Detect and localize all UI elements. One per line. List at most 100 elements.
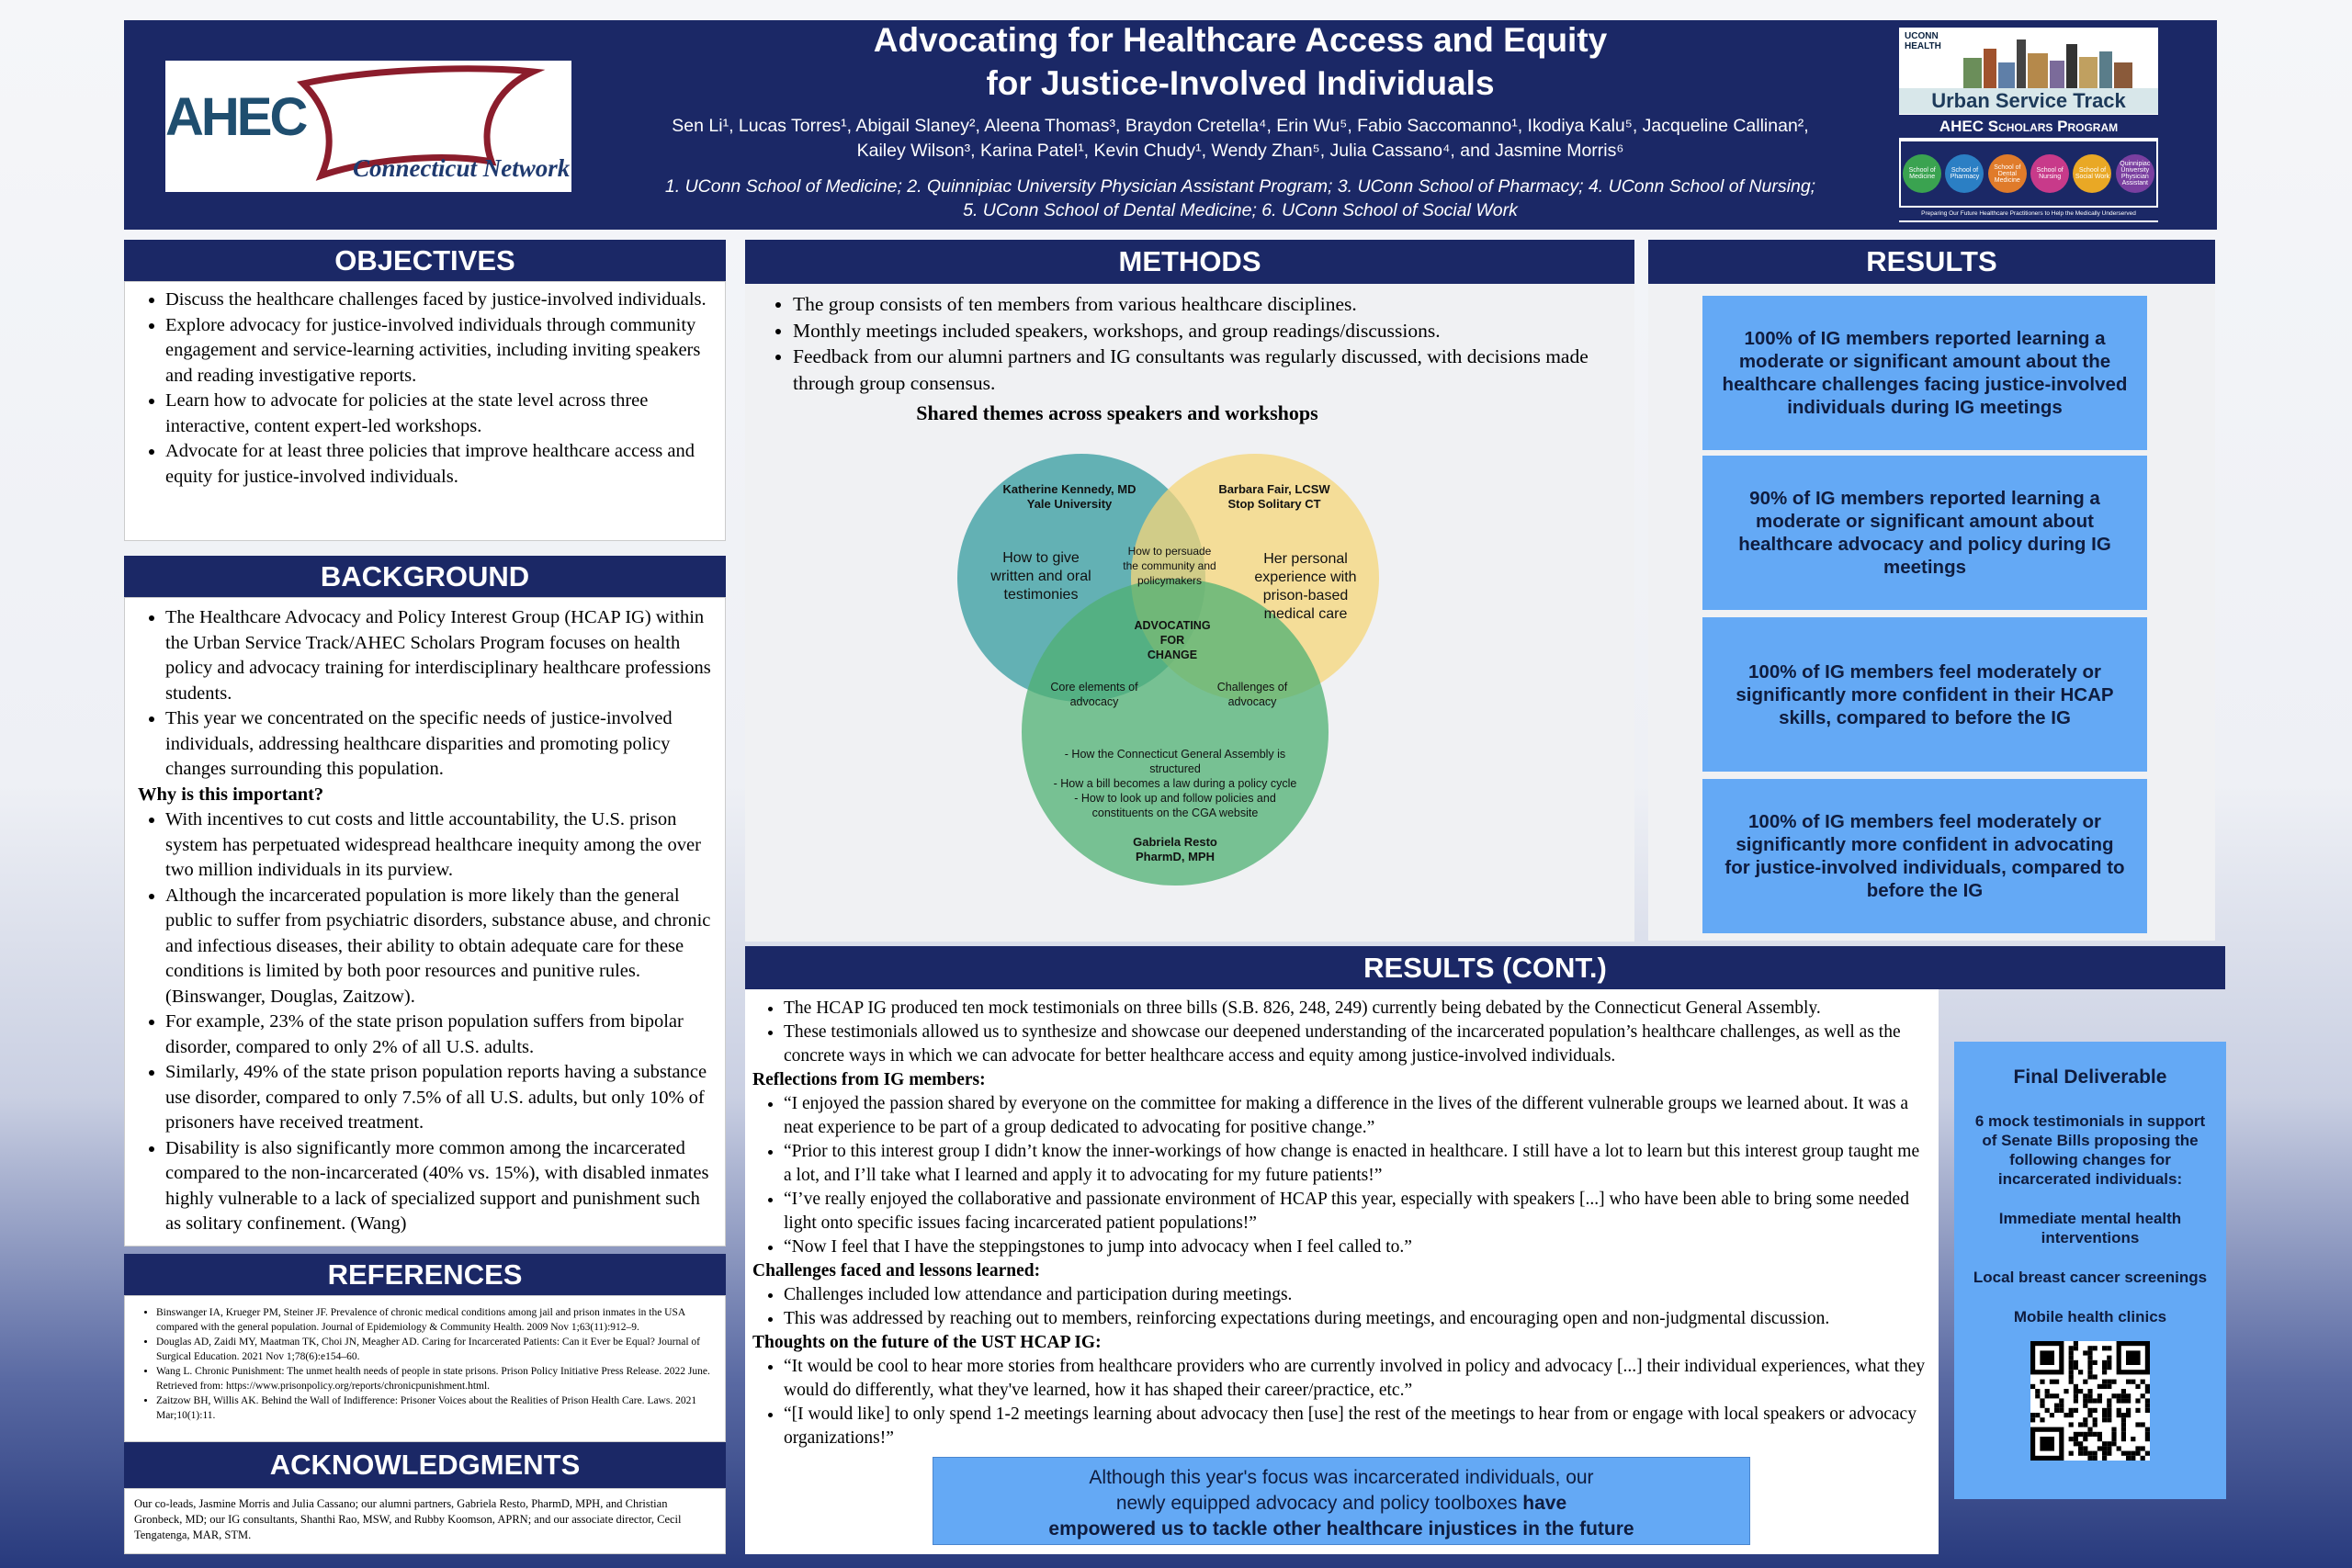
final-deliverable-intro: 6 mock testimonials in support of Senate… [1974, 1112, 2206, 1188]
venn-bottom-text-3: - How a bill becomes a law during a poli… [1054, 777, 1297, 790]
background-list: The Healthcare Advocacy and Policy Inter… [129, 605, 716, 783]
objective-item: Learn how to advocate for policies at th… [165, 389, 716, 439]
objective-item: Advocate for at least three policies tha… [165, 439, 716, 490]
challenge-item: This was addressed by reaching out to me… [784, 1307, 1928, 1331]
challenges-list: Challenges included low attendance and p… [752, 1283, 1928, 1331]
callout-line3: empowered us to tackle other healthcare … [1048, 1518, 1634, 1540]
venn-top-overlap-1: How to persuade [1128, 545, 1212, 558]
background-why-list: With incentives to cut costs and little … [129, 807, 716, 1237]
venn-top-overlap-2: the community and [1123, 559, 1216, 572]
result-box-1: 100% of IG members reported learning a m… [1702, 296, 2147, 450]
callout-line2: newly equipped advocacy and policy toolb… [933, 1491, 1749, 1517]
reference-item: Douglas AD, Zaidi MY, Maatman TK, Choi J… [156, 1335, 718, 1364]
reference-item: Wang L. Chronic Punishment: The unmet he… [156, 1364, 718, 1393]
future-list: “It would be cool to hear more stories f… [752, 1355, 1928, 1450]
venn-center-2: FOR [1160, 634, 1184, 647]
venn-left-org: Yale University [1027, 497, 1113, 511]
venn-bottom-text-2: structured [1149, 762, 1201, 775]
final-deliverable-item-3: Mobile health clinics [2013, 1308, 2167, 1325]
ahec-logo-text: AHEC [165, 87, 308, 147]
reflections-heading: Reflections from IG members: [752, 1070, 986, 1089]
reference-item: Binswanger IA, Krueger PM, Steiner JF. P… [156, 1305, 718, 1335]
reference-item: Zaitzow BH, Willis AK. Behind the Wall o… [156, 1393, 718, 1423]
venn-bottom-text-5: constituents on the CGA website [1092, 807, 1259, 819]
reflection-item: “I enjoyed the passion shared by everyon… [784, 1092, 1928, 1140]
venn-center-1: ADVOCATING [1134, 619, 1210, 632]
background-title: BACKGROUND [124, 556, 726, 597]
methods-list: The group consists of ten members from v… [756, 291, 1625, 396]
venn-right-bottom-overlap-2: advocacy [1228, 695, 1278, 708]
ust-program-label: AHEC Scholars Program [1899, 115, 2158, 138]
school-circle-nursing: School of Nursing [2030, 154, 2070, 193]
results-cont-item: These testimonials allowed us to synthes… [784, 1021, 1928, 1068]
objective-item: Explore advocacy for justice-involved in… [165, 313, 716, 389]
result-box-3: 100% of IG members feel moderately or si… [1702, 617, 2147, 772]
result-box-4: 100% of IG members feel moderately or si… [1702, 779, 2147, 933]
venn-right-bottom-overlap-1: Challenges of [1217, 681, 1288, 694]
background-item: The Healthcare Advocacy and Policy Inter… [165, 605, 716, 706]
callout-line2b: have [1522, 1493, 1567, 1514]
methods-title: METHODS [745, 240, 1634, 284]
poster-title-line2: for Justice-Involved Individuals [986, 64, 1495, 102]
venn-right-name: Barbara Fair, LCSW [1218, 482, 1330, 496]
venn-left-bottom-overlap-2: advocacy [1070, 695, 1120, 708]
venn-title: Shared themes across speakers and worksh… [916, 401, 1318, 424]
final-deliverable-item-1: Immediate mental health interventions [1998, 1210, 2182, 1247]
future-item: “It would be cool to hear more stories f… [784, 1355, 1928, 1403]
venn-right-org: Stop Solitary CT [1227, 497, 1320, 511]
venn-top-overlap-3: policymakers [1137, 574, 1202, 587]
venn-circle-bottom [1022, 579, 1329, 886]
school-circle-social-work: School of Social Work [2073, 154, 2112, 193]
acknowledgments-panel: Our co-leads, Jasmine Morris and Julia C… [124, 1488, 726, 1554]
callout-line2a: newly equipped advocacy and policy toolb… [1115, 1493, 1523, 1514]
qr-code-icon[interactable] [2030, 1341, 2150, 1461]
authors-line1: Sen Li¹, Lucas Torres¹, Abigail Slaney²,… [672, 116, 1809, 136]
ust-tagline: Preparing Our Future Healthcare Practiti… [1899, 208, 2158, 220]
ahec-logo-subtext: Connecticut Network [353, 154, 571, 182]
venn-bottom-org: PharmD, MPH [1136, 850, 1215, 863]
ahec-logo: AHEC Connecticut Network [165, 61, 571, 192]
result-box-4-text: 100% of IG members feel moderately or si… [1724, 811, 2125, 901]
school-circle-dental: School of Dental Medicine [1987, 154, 2027, 193]
acknowledgments-title: ACKNOWLEDGMENTS [124, 1442, 726, 1488]
challenge-item: Challenges included low attendance and p… [784, 1283, 1928, 1307]
background-why-item: Disability is also significantly more co… [165, 1136, 716, 1237]
venn-left-text-2: written and oral [989, 569, 1091, 584]
affiliations: 1. UConn School of Medicine; 2. Quinnipi… [588, 175, 1893, 222]
why-important-heading: Why is this important? [138, 784, 324, 805]
objectives-title: OBJECTIVES [124, 240, 726, 281]
objectives-list: Discuss the healthcare challenges faced … [129, 288, 716, 490]
methods-panel: The group consists of ten members from v… [745, 284, 1634, 942]
poster-title-line1: Advocating for Healthcare Access and Equ… [873, 21, 1608, 59]
results-cont-list: The HCAP IG produced ten mock testimonia… [752, 997, 1928, 1068]
venn-right-text-2: experience with [1254, 570, 1356, 585]
final-deliverable-item-2: Local breast cancer screenings [1973, 1269, 2208, 1286]
references-list: Binswanger IA, Krueger PM, Steiner JF. P… [129, 1305, 718, 1423]
authors: Sen Li¹, Lucas Torres¹, Abigail Slaney²,… [588, 114, 1893, 164]
venn-bottom-name: Gabriela Resto [1133, 835, 1217, 849]
background-why-item: With incentives to cut costs and little … [165, 807, 716, 884]
background-item: This year we concentrated on the specifi… [165, 706, 716, 783]
background-why-item: Similarly, 49% of the state prison popul… [165, 1060, 716, 1136]
results-title: RESULTS [1648, 240, 2215, 284]
reflections-list: “I enjoyed the passion shared by everyon… [752, 1092, 1928, 1259]
objective-item: Discuss the healthcare challenges faced … [165, 288, 716, 313]
uconn-health-label: UCONN HEALTH [1905, 31, 1941, 51]
venn-left-bottom-overlap-1: Core elements of [1050, 681, 1138, 694]
venn-right-text-4: medical care [1264, 606, 1348, 622]
venn-right-text-3: prison-based [1263, 588, 1349, 604]
challenges-heading: Challenges faced and lessons learned: [752, 1261, 1041, 1280]
ust-track-label: Urban Service Track [1899, 88, 2158, 114]
venn-left-text-3: testimonies [1004, 587, 1079, 603]
result-box-2: 90% of IG members reported learning a mo… [1702, 456, 2147, 610]
methods-item: Feedback from our alumni partners and IG… [793, 344, 1625, 396]
acknowledgments-text: Our co-leads, Jasmine Morris and Julia C… [134, 1497, 682, 1541]
callout-line1: Although this year's focus was incarcera… [1089, 1467, 1594, 1488]
affiliations-line1: 1. UConn School of Medicine; 2. Quinnipi… [664, 176, 1816, 197]
ahec-logo-swoosh [296, 65, 546, 181]
reflection-item: “Prior to this interest group I didn’t k… [784, 1140, 1928, 1188]
venn-center-3: CHANGE [1148, 649, 1197, 661]
venn-diagram: Katherine Kennedy, MD Yale University Ho… [957, 454, 1379, 886]
ust-logo: UCONN HEALTH Urban Service Track AHEC Sc… [1899, 28, 2158, 222]
reflection-item: “Now I feel that I have the steppingston… [784, 1235, 1928, 1259]
